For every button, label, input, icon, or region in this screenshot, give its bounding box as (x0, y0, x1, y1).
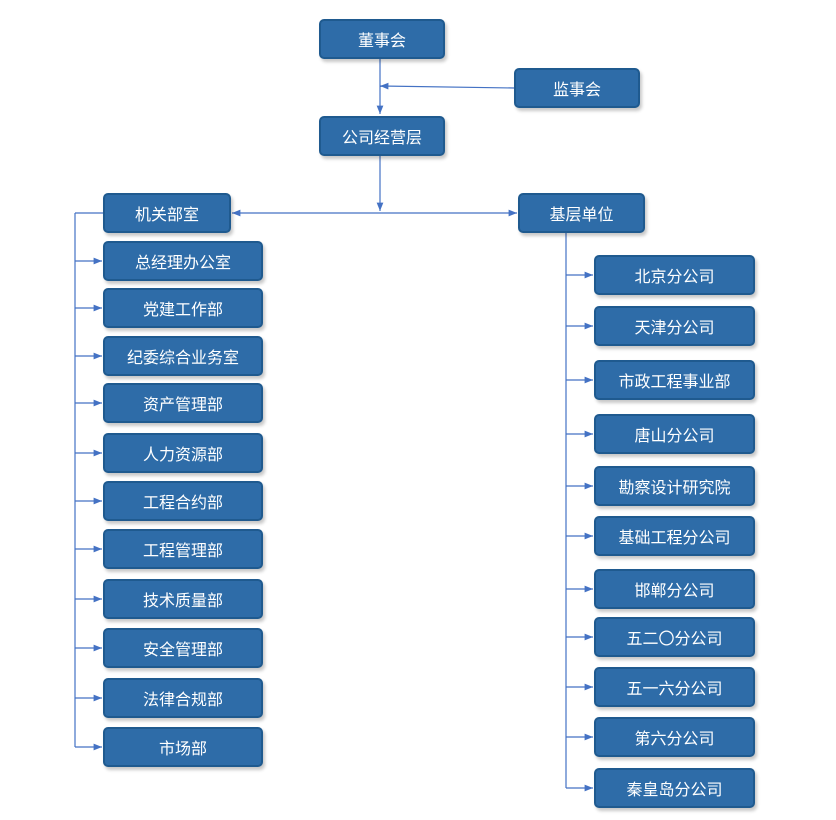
department-node[interactable]: 市场部 (103, 727, 263, 767)
unit-node[interactable]: 第六分公司 (594, 717, 755, 757)
department-node[interactable]: 纪委综合业务室 (103, 336, 263, 376)
unit-node[interactable]: 勘察设计研究院 (594, 466, 755, 506)
unit-node[interactable]: 邯郸分公司 (594, 569, 755, 609)
unit-node[interactable]: 五一六分公司 (594, 667, 755, 707)
unit-node[interactable]: 秦皇岛分公司 (594, 768, 755, 808)
management-node[interactable]: 公司经营层 (319, 116, 445, 156)
department-node[interactable]: 党建工作部 (103, 288, 263, 328)
departments-node[interactable]: 机关部室 (103, 193, 231, 233)
board-node[interactable]: 董事会 (319, 19, 445, 59)
unit-node[interactable]: 北京分公司 (594, 255, 755, 295)
unit-node[interactable]: 五二〇分公司 (594, 617, 755, 657)
supervisors-node[interactable]: 监事会 (514, 68, 640, 108)
department-node[interactable]: 工程管理部 (103, 529, 263, 569)
department-node[interactable]: 安全管理部 (103, 628, 263, 668)
unit-node[interactable]: 市政工程事业部 (594, 360, 755, 400)
unit-node[interactable]: 天津分公司 (594, 306, 755, 346)
units-node[interactable]: 基层单位 (518, 193, 645, 233)
department-node[interactable]: 资产管理部 (103, 383, 263, 423)
department-node[interactable]: 工程合约部 (103, 481, 263, 521)
department-node[interactable]: 人力资源部 (103, 433, 263, 473)
unit-node[interactable]: 基础工程分公司 (594, 516, 755, 556)
unit-node[interactable]: 唐山分公司 (594, 414, 755, 454)
department-node[interactable]: 技术质量部 (103, 579, 263, 619)
department-node[interactable]: 总经理办公室 (103, 241, 263, 281)
department-node[interactable]: 法律合规部 (103, 678, 263, 718)
